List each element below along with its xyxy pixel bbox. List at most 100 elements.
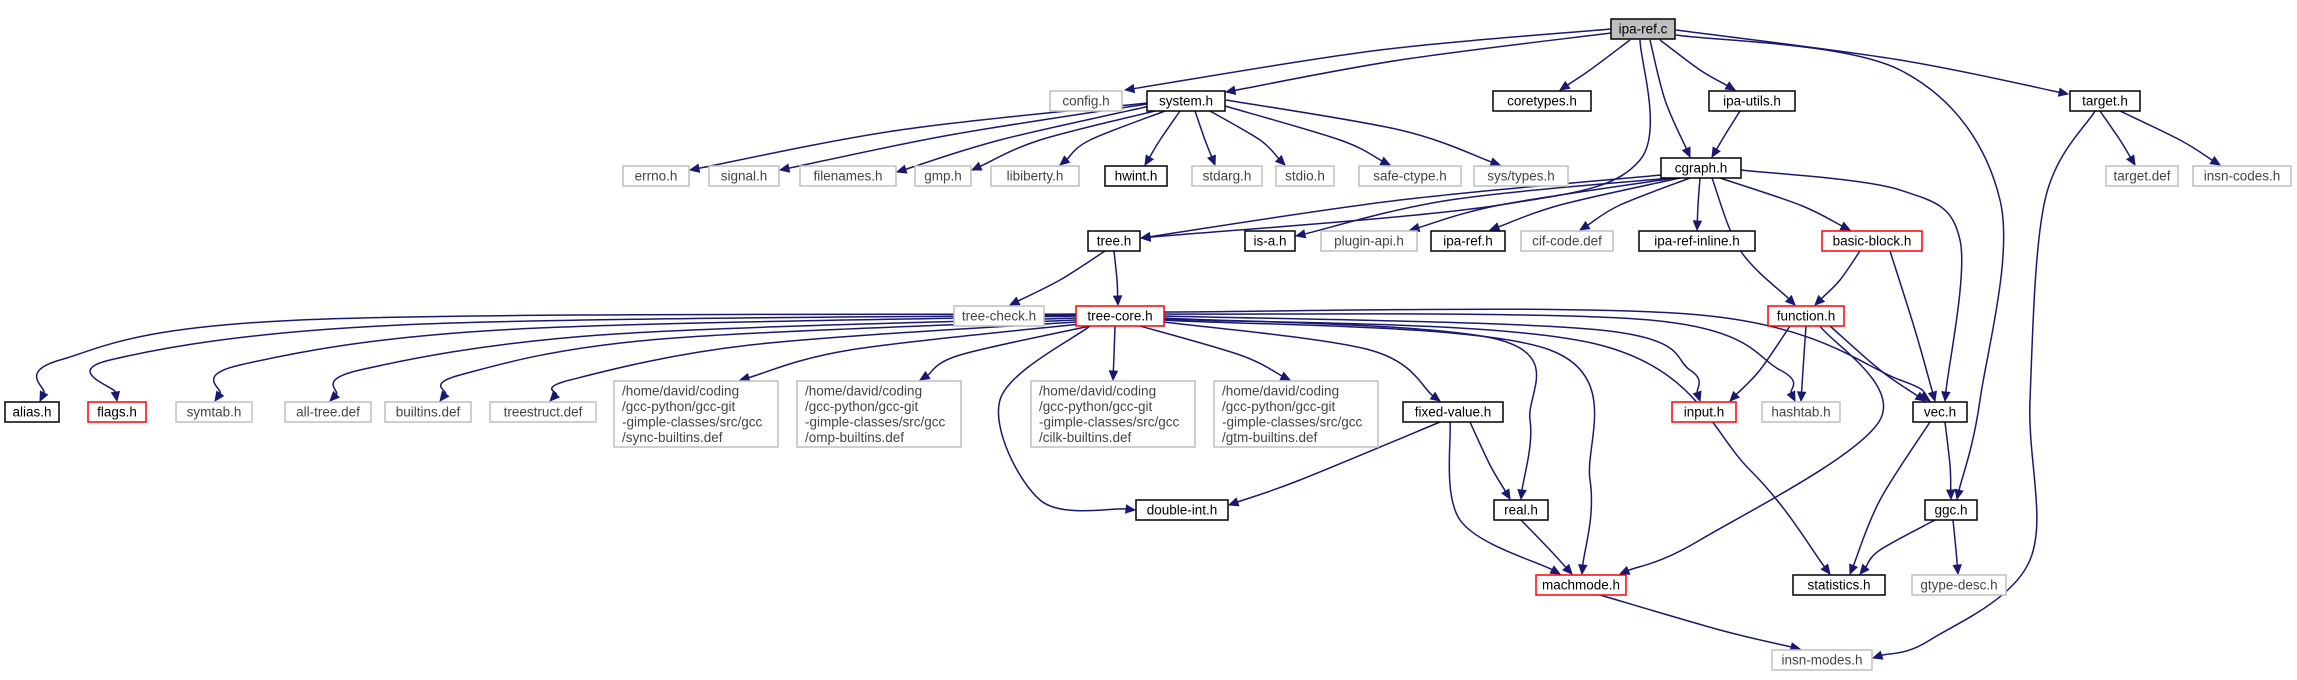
- node-signal-h[interactable]: signal.h: [708, 165, 780, 187]
- node-tree-h[interactable]: tree.h: [1087, 230, 1141, 252]
- node-gtm-builtins-def[interactable]: /home/david/coding/gcc-python/gcc-git-gi…: [1213, 380, 1379, 448]
- node-system-h[interactable]: system.h: [1146, 90, 1226, 112]
- node-all-tree-def[interactable]: all-tree.def: [284, 401, 372, 423]
- edge-line: [1139, 325, 1283, 377]
- node-label: alias.h: [12, 405, 51, 420]
- edge-line: [1865, 519, 1936, 568]
- edge-system-h-to-signal-h: [778, 103, 1148, 173]
- node-box: [1924, 499, 1978, 521]
- node-tree-check-h[interactable]: tree-check.h: [953, 305, 1045, 327]
- node-gmp-h[interactable]: gmp.h: [914, 165, 972, 187]
- node-label: sys/types.h: [1487, 169, 1555, 184]
- node-tree-core-h[interactable]: tree-core.h: [1075, 305, 1165, 327]
- arrowhead: [1008, 296, 1021, 306]
- arrowhead: [1784, 294, 1796, 306]
- arrowhead: [1952, 564, 1962, 576]
- node-sys-types-h[interactable]: sys/types.h: [1473, 165, 1569, 187]
- arrowhead: [1144, 154, 1155, 167]
- node-box: [1320, 230, 1418, 252]
- node-hwint-h[interactable]: hwint.h: [1104, 165, 1168, 187]
- node-safe-ctype-h[interactable]: safe-ctype.h: [1358, 165, 1462, 187]
- node-stdio-h[interactable]: stdio.h: [1275, 165, 1335, 187]
- edge-line: [927, 325, 1091, 376]
- node-label: system.h: [1159, 94, 1213, 109]
- node-cilk-builtins-def[interactable]: /home/david/coding/gcc-python/gcc-git-gi…: [1030, 380, 1196, 448]
- node-cif-code-def[interactable]: cif-code.def: [1520, 230, 1614, 252]
- node-libiberty-h[interactable]: libiberty.h: [990, 165, 1080, 187]
- node-errno-h[interactable]: errno.h: [622, 165, 690, 187]
- node-label: safe-ctype.h: [1373, 169, 1447, 184]
- node-fixed-value-h[interactable]: fixed-value.h: [1402, 401, 1504, 423]
- node-alias-h[interactable]: alias.h: [4, 401, 60, 423]
- arrowhead: [1429, 391, 1441, 402]
- node-stdarg-h[interactable]: stdarg.h: [1191, 165, 1263, 187]
- node-vec-h[interactable]: vec.h: [1912, 401, 1968, 423]
- node-insn-modes-h[interactable]: insn-modes.h: [1771, 649, 1873, 671]
- node-ggc-h[interactable]: ggc.h: [1924, 499, 1978, 521]
- node-label: /gcc-python/gcc-git: [1222, 399, 1336, 414]
- edge-line: [1304, 177, 1671, 235]
- node-coretypes-h[interactable]: coretypes.h: [1492, 90, 1592, 112]
- edge-line: [1163, 315, 1700, 393]
- arrowhead: [1724, 81, 1737, 91]
- node-gtype-desc-h[interactable]: gtype-desc.h: [1911, 574, 2007, 596]
- node-hashtab-h[interactable]: hashtab.h: [1761, 401, 1841, 423]
- edge-fixed-value-h-to-double-int-h: [1227, 421, 1441, 507]
- arrowhead: [1796, 391, 1807, 403]
- node-label: vec.h: [1924, 405, 1956, 420]
- node-basic-block-h[interactable]: basic-block.h: [1821, 230, 1923, 252]
- node-label: real.h: [1504, 503, 1538, 518]
- node-label: /home/david/coding: [1039, 383, 1156, 398]
- node-box: [1146, 90, 1226, 112]
- node-sync-builtins-def[interactable]: /home/david/coding/gcc-python/gcc-git-gi…: [613, 380, 779, 448]
- node-builtins-def[interactable]: builtins.def: [384, 401, 472, 423]
- node-ipa-ref-inline-h[interactable]: ipa-ref-inline.h: [1638, 230, 1756, 252]
- node-target-h[interactable]: target.h: [2069, 90, 2141, 112]
- arrowhead: [1408, 222, 1421, 233]
- node-cgraph-h[interactable]: cgraph.h: [1660, 157, 1742, 179]
- arrowhead: [1578, 564, 1588, 576]
- node-symtab-h[interactable]: symtab.h: [175, 401, 253, 423]
- edge-line: [1149, 174, 1662, 238]
- node-is-a-h[interactable]: is-a.h: [1244, 230, 1296, 252]
- node-ipa-ref-h[interactable]: ipa-ref.h: [1430, 230, 1506, 252]
- node-ipa-utils-h[interactable]: ipa-utils.h: [1708, 90, 1796, 112]
- arrowhead: [1558, 80, 1571, 91]
- edge-tree-core-h-to-cilk-builtins-def: [1108, 325, 1119, 382]
- node-function-h[interactable]: function.h: [1767, 305, 1845, 327]
- node-real-h[interactable]: real.h: [1493, 499, 1549, 521]
- node-label: flags.h: [97, 405, 137, 420]
- node-plugin-api-h[interactable]: plugin-api.h: [1320, 230, 1418, 252]
- node-insn-codes-h[interactable]: insn-codes.h: [2192, 165, 2292, 187]
- node-config-h[interactable]: config.h: [1049, 90, 1123, 112]
- edge-line: [1829, 325, 1919, 397]
- node-target-def[interactable]: target.def: [2105, 165, 2179, 187]
- arrowhead: [1501, 488, 1511, 501]
- node-input-h[interactable]: input.h: [1671, 401, 1737, 423]
- edge-line: [551, 321, 1077, 396]
- node-box: [2105, 165, 2179, 187]
- edge-cgraph-h-to-plugin-api-h: [1408, 177, 1676, 233]
- node-filenames-h[interactable]: filenames.h: [799, 165, 897, 187]
- node-label: /gcc-python/gcc-git: [1039, 399, 1153, 414]
- node-treestruct-def[interactable]: treestruct.def: [489, 401, 597, 423]
- node-label: plugin-api.h: [1334, 234, 1404, 249]
- edge-tree-core-h-to-gtm-builtins-def: [1139, 325, 1292, 381]
- node-machmode-h[interactable]: machmode.h: [1535, 574, 1627, 596]
- arrowhead: [1139, 231, 1152, 242]
- node-label: coretypes.h: [1507, 94, 1577, 109]
- node-box: [1911, 574, 2007, 596]
- edge-line: [1715, 110, 1741, 150]
- node-flags-h[interactable]: flags.h: [87, 401, 147, 423]
- edge-cgraph-h-to-tree-h: [1139, 174, 1662, 242]
- node-statistics-h[interactable]: statistics.h: [1792, 574, 1886, 596]
- edge-real-h-to-machmode-h: [1520, 519, 1573, 575]
- edge-line: [1163, 319, 1596, 566]
- edge-line: [1719, 177, 1843, 227]
- arrowhead: [918, 370, 931, 381]
- node-omp-builtins-def[interactable]: /home/david/coding/gcc-python/gcc-git-gi…: [796, 380, 962, 448]
- node-box: [1761, 401, 1841, 423]
- node-box: [1660, 157, 1742, 179]
- edge-ipa-ref-c-to-ipa-utils-h: [1659, 39, 1737, 91]
- node-double-int-h[interactable]: double-int.h: [1135, 499, 1229, 521]
